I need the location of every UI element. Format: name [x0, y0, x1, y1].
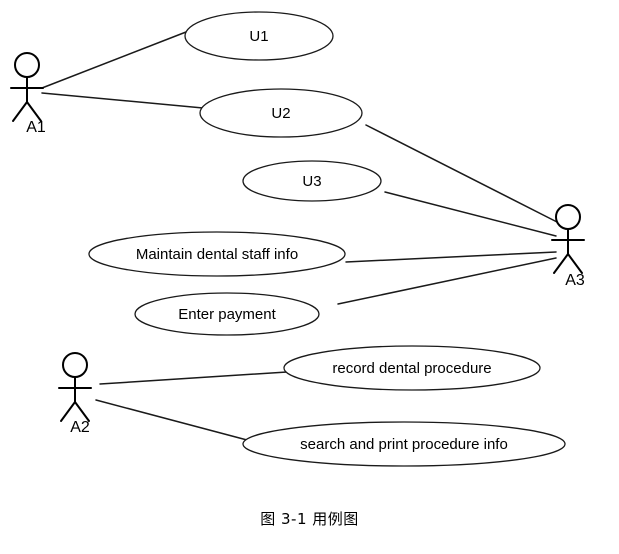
- use-case-u3[interactable]: U3: [242, 160, 382, 202]
- association-line-u2-a3: [365, 124, 558, 223]
- actor-leg-left: [553, 253, 569, 274]
- actor-head-icon: [555, 204, 581, 230]
- use-case-ellipse: [242, 421, 566, 467]
- use-case-ellipse: [184, 11, 334, 61]
- use-case-ellipse: [199, 88, 363, 138]
- use-case-ellipse: [134, 292, 320, 336]
- use-case-uc-maintain[interactable]: Maintain dental staff info: [88, 231, 346, 277]
- association-line-a2-uc_record: [99, 371, 288, 385]
- actor-a1[interactable]: A1: [10, 52, 46, 136]
- use-case-label: U2: [271, 105, 290, 122]
- use-case-uc-payment[interactable]: Enter payment: [134, 292, 320, 336]
- association-line-u3-a3: [384, 191, 557, 237]
- use-case-label: search and print procedure info: [300, 436, 508, 453]
- use-case-label: U1: [249, 28, 268, 45]
- use-case-uc-record[interactable]: record dental procedure: [283, 345, 541, 391]
- use-case-label: Maintain dental staff info: [136, 246, 298, 263]
- actor-leg-left: [12, 101, 28, 122]
- actor-a2[interactable]: A2: [58, 352, 92, 436]
- figure-caption: 图 3-1 用例图: [260, 510, 359, 528]
- use-case-ellipse: [88, 231, 346, 277]
- association-line-uc_maintain-a3: [345, 251, 557, 263]
- association-line-a1-u2: [41, 92, 204, 109]
- use-case-uc-search[interactable]: search and print procedure info: [242, 421, 566, 467]
- actor-head-icon: [62, 352, 88, 378]
- association-line-a2-uc_search: [95, 399, 248, 441]
- use-case-ellipse: [283, 345, 541, 391]
- actor-head-icon: [14, 52, 40, 78]
- use-case-label: record dental procedure: [332, 360, 491, 377]
- actor-label: A1: [26, 119, 46, 136]
- actor-label: A2: [70, 419, 90, 436]
- actor-leg-right: [567, 253, 583, 274]
- actor-leg-right: [26, 101, 42, 122]
- use-case-ellipse: [242, 160, 382, 202]
- association-line-uc_payment-a3: [337, 257, 557, 305]
- association-line-a1-u1: [41, 31, 187, 89]
- actor-leg-right: [74, 401, 90, 422]
- association-lines-group: [41, 31, 558, 441]
- use-case-u2[interactable]: U2: [199, 88, 363, 138]
- use-case-u1[interactable]: U1: [184, 11, 334, 61]
- use-case-label: Enter payment: [178, 306, 276, 323]
- actor-label: A3: [565, 272, 585, 289]
- use-case-label: U3: [302, 173, 321, 190]
- actor-leg-left: [60, 401, 76, 422]
- actor-a3[interactable]: A3: [551, 204, 585, 289]
